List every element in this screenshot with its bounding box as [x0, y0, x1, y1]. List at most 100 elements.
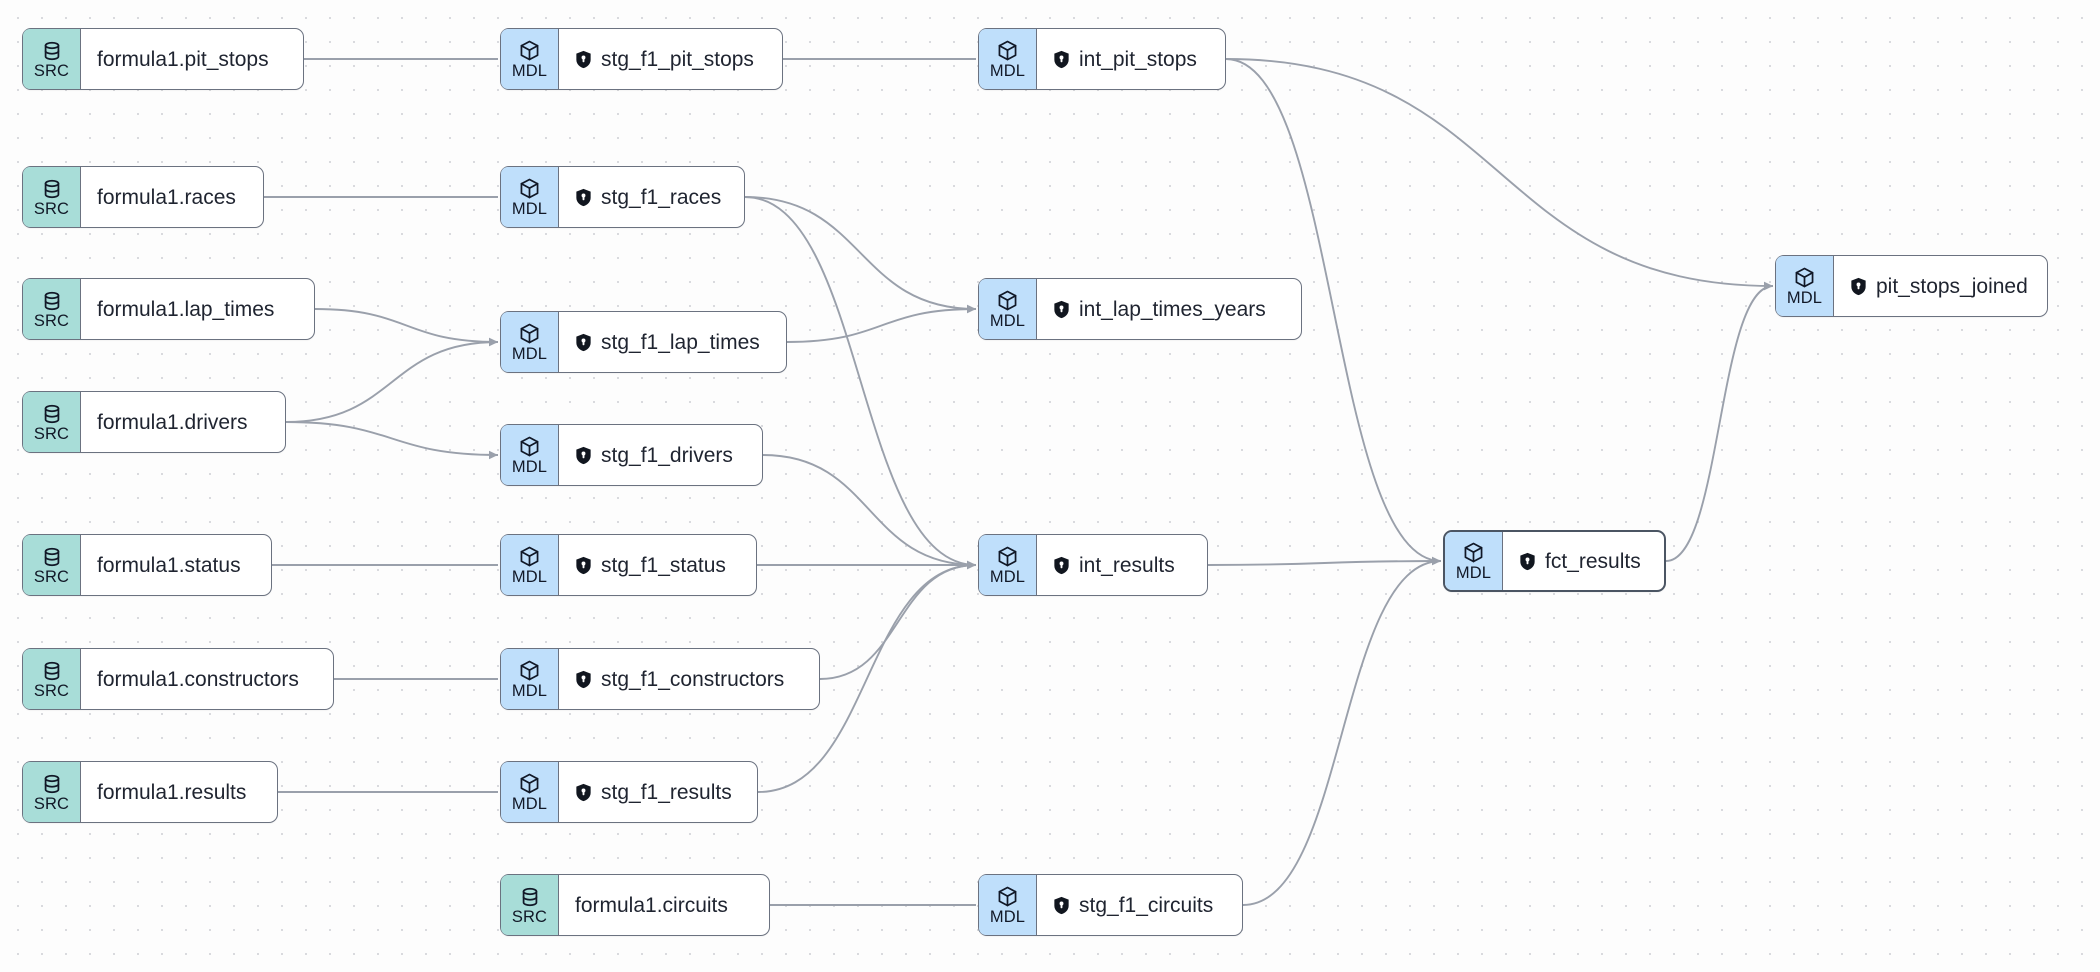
- cube-icon: [996, 545, 1019, 568]
- edge-arrow: [1764, 281, 1773, 291]
- shield-lock-icon: [575, 50, 592, 69]
- model-badge: MDL: [979, 535, 1037, 595]
- cube-icon: [518, 177, 541, 200]
- model-badge: MDL: [501, 425, 559, 485]
- edge-src_lap_times-to-stg_lap_times: [314, 308, 499, 343]
- badge-label: SRC: [33, 681, 70, 700]
- edge-stg_races-to-int_results: [744, 196, 977, 566]
- node-body: formula1.circuits: [559, 875, 769, 935]
- edge-arrow: [489, 337, 498, 347]
- node-body: int_results: [1037, 535, 1207, 595]
- source-badge: SRC: [23, 392, 81, 452]
- lineage-node-stg_status[interactable]: MDL stg_f1_status: [500, 534, 757, 596]
- badge-label: MDL: [511, 200, 548, 218]
- badge-label: MDL: [989, 908, 1026, 926]
- shield-lock-icon: [575, 446, 592, 465]
- lineage-node-stg_circuits[interactable]: MDL stg_f1_circuits: [978, 874, 1243, 936]
- node-label: stg_f1_status: [601, 553, 726, 577]
- edge-arrow: [967, 560, 976, 570]
- node-body: formula1.drivers: [81, 392, 285, 452]
- node-label: formula1.lap_times: [97, 297, 275, 321]
- edge-arrow: [967, 560, 976, 570]
- badge-label: MDL: [1786, 289, 1823, 307]
- model-badge: MDL: [501, 29, 559, 89]
- node-label: int_lap_times_years: [1079, 297, 1266, 321]
- database-icon: [41, 403, 63, 425]
- node-body: fct_results: [1503, 532, 1664, 590]
- cube-icon: [518, 659, 541, 682]
- lineage-node-src_drivers[interactable]: SRC formula1.drivers: [22, 391, 286, 453]
- badge-label: MDL: [511, 345, 548, 363]
- shield-lock-icon: [1053, 300, 1070, 319]
- node-body: pit_stops_joined: [1834, 256, 2047, 316]
- cube-icon: [518, 39, 541, 62]
- lineage-node-pit_stops_joined[interactable]: MDL pit_stops_joined: [1775, 255, 2048, 317]
- badge-label: MDL: [989, 568, 1026, 586]
- node-label: formula1.races: [97, 185, 236, 209]
- edge-arrow: [967, 560, 976, 570]
- source-badge: SRC: [501, 875, 559, 935]
- node-body: int_lap_times_years: [1037, 279, 1301, 339]
- node-label: stg_f1_circuits: [1079, 893, 1214, 917]
- lineage-node-src_lap_times[interactable]: SRC formula1.lap_times: [22, 278, 315, 340]
- node-label: formula1.constructors: [97, 667, 299, 691]
- edge-arrow: [967, 304, 976, 314]
- badge-label: SRC: [33, 424, 70, 443]
- database-icon: [41, 660, 63, 682]
- node-label: stg_f1_drivers: [601, 443, 733, 467]
- node-label: pit_stops_joined: [1876, 274, 2028, 298]
- shield-lock-icon: [575, 188, 592, 207]
- badge-label: MDL: [511, 568, 548, 586]
- badge-label: SRC: [33, 794, 70, 813]
- source-badge: SRC: [23, 762, 81, 822]
- lineage-node-stg_lap_times[interactable]: MDL stg_f1_lap_times: [500, 311, 787, 373]
- lineage-node-int_lap_times_years[interactable]: MDL int_lap_times_years: [978, 278, 1302, 340]
- node-body: stg_f1_results: [559, 762, 757, 822]
- lineage-node-stg_drivers[interactable]: MDL stg_f1_drivers: [500, 424, 763, 486]
- edge-arrow: [1432, 556, 1441, 566]
- model-badge: MDL: [979, 279, 1037, 339]
- lineage-node-src_races[interactable]: SRC formula1.races: [22, 166, 264, 228]
- edge-arrow: [489, 337, 498, 347]
- shield-lock-icon: [575, 670, 592, 689]
- badge-label: SRC: [33, 311, 70, 330]
- edge-arrow: [967, 304, 976, 314]
- source-badge: SRC: [23, 649, 81, 709]
- source-badge: SRC: [23, 167, 81, 227]
- lineage-node-int_results[interactable]: MDL int_results: [978, 534, 1208, 596]
- cube-icon: [996, 39, 1019, 62]
- node-body: formula1.status: [81, 535, 271, 595]
- node-body: int_pit_stops: [1037, 29, 1225, 89]
- node-label: formula1.drivers: [97, 410, 248, 434]
- edge-stg_races-to-int_lap_times_years: [744, 196, 977, 310]
- node-body: stg_f1_status: [559, 535, 756, 595]
- lineage-node-src_constructors[interactable]: SRC formula1.constructors: [22, 648, 334, 710]
- node-body: formula1.results: [81, 762, 277, 822]
- shield-lock-icon: [575, 783, 592, 802]
- badge-label: SRC: [33, 61, 70, 80]
- edge-stg_constructors-to-int_results: [819, 564, 977, 680]
- edge-stg_drivers-to-int_results: [762, 454, 977, 566]
- cube-icon: [518, 435, 541, 458]
- lineage-node-src_results[interactable]: SRC formula1.results: [22, 761, 278, 823]
- node-label: stg_f1_lap_times: [601, 330, 760, 354]
- edge-int_results-to-fct_results: [1207, 560, 1442, 566]
- node-body: stg_f1_lap_times: [559, 312, 786, 372]
- cube-icon: [518, 322, 541, 345]
- edge-stg_lap_times-to-int_lap_times_years: [786, 308, 977, 343]
- source-badge: SRC: [23, 29, 81, 89]
- badge-label: SRC: [33, 199, 70, 218]
- database-icon: [41, 546, 63, 568]
- node-body: stg_f1_circuits: [1037, 875, 1242, 935]
- shield-lock-icon: [1850, 277, 1867, 296]
